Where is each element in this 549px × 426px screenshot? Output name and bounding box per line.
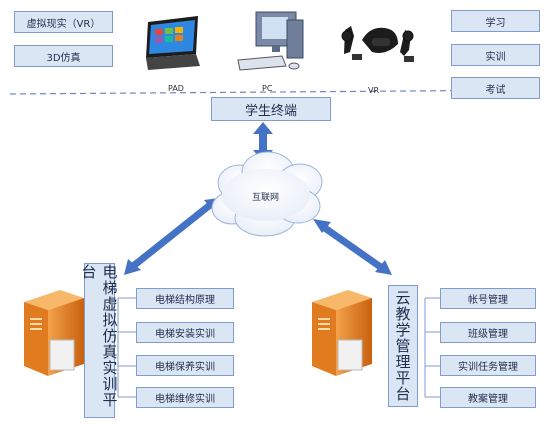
right-platform-title: 云教学管理平台: [388, 285, 418, 407]
tag-training: 实训: [451, 44, 540, 66]
tag-virtual-reality: 虚拟现实（VR）: [14, 11, 113, 33]
arrow-cloud-left-platform: [124, 198, 219, 275]
right-item-account: 帐号管理: [440, 288, 536, 309]
left-item-maintenance: 电梯保养实训: [136, 355, 234, 376]
device-label-vr: VR: [368, 86, 380, 95]
internet-label: 互联网: [252, 193, 280, 203]
pc-device-icon: [237, 11, 304, 71]
right-item-task: 实训任务管理: [440, 355, 536, 376]
tag-study: 学习: [451, 10, 540, 32]
tag-exam: 考试: [451, 77, 540, 99]
right-item-lesson-plan: 教案管理: [440, 387, 536, 408]
left-platform-title: 电梯虚拟仿真实训平台: [80, 263, 119, 418]
right-platform-connectors: [424, 297, 440, 398]
arrow-cloud-right-platform: [313, 219, 392, 275]
left-platform-connectors: [117, 297, 136, 398]
left-item-installation: 电梯安装实训: [136, 322, 234, 343]
right-server-icon: [312, 290, 372, 376]
vr-headset-icon: [341, 26, 414, 62]
student-terminal-box: 学生终端: [211, 97, 331, 121]
device-label-pad: PAD: [168, 84, 184, 93]
right-item-class: 班级管理: [440, 322, 536, 343]
left-server-icon: [24, 290, 84, 376]
left-item-repair: 电梯维修实训: [136, 387, 234, 408]
tag-3d-simulation: 3D仿真: [14, 45, 113, 67]
tablet-device-icon: [146, 16, 200, 70]
device-label-pc: PC: [262, 84, 273, 93]
left-item-structure: 电梯结构原理: [136, 288, 234, 309]
